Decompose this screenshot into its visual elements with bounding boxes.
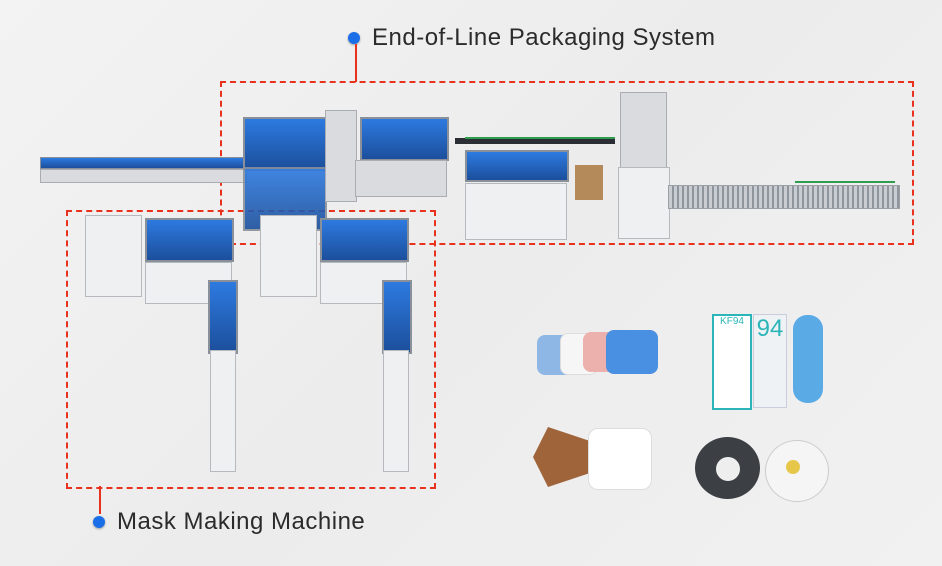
roller-conveyor — [668, 185, 900, 209]
bullet-icon — [348, 32, 360, 44]
cartoner-base — [355, 160, 447, 197]
conveyor-base — [40, 169, 247, 183]
white-kn95-mask — [588, 428, 652, 490]
case-packer — [465, 183, 567, 240]
kf94-text: KF94 — [720, 316, 744, 327]
robot-arm-frame — [325, 110, 357, 202]
roller-rail — [795, 181, 895, 183]
surgical-mask — [606, 330, 658, 374]
kf94-pack-back: 94 — [753, 314, 787, 408]
mask-line-1-earloop — [210, 350, 236, 472]
end-of-line-text: End-of-Line Packaging System — [372, 24, 716, 51]
mask-line-1-welder — [208, 280, 238, 354]
packaging-cabinet — [243, 117, 327, 171]
brown-kn95-mask — [533, 427, 593, 487]
mask-line-2-earloop — [383, 350, 409, 472]
cartoner-top — [360, 117, 449, 161]
mask-machine-text: Mask Making Machine — [117, 508, 366, 535]
case-erector — [465, 150, 569, 182]
respirator-valve-icon — [786, 460, 800, 474]
valve-icon — [716, 457, 740, 481]
mask-line-1-cover — [145, 218, 234, 262]
palletizer-tower — [620, 92, 667, 169]
kf94-package: KF94 — [712, 314, 752, 410]
mask-line-1-feeder — [85, 215, 142, 297]
mask-machine-label: Mask Making Machine — [93, 508, 365, 536]
bullet-icon — [93, 516, 105, 528]
infeed-conveyor — [40, 157, 247, 169]
mask-line-2-feeder — [260, 215, 317, 297]
end-of-line-connector — [355, 44, 357, 82]
kf94-mask — [793, 315, 823, 403]
carton-box — [575, 165, 603, 200]
mask-line-2-welder — [382, 280, 412, 354]
palletizer-cabinet — [618, 167, 670, 239]
kf94-number: 94 — [756, 315, 784, 342]
conveyor-rail — [465, 137, 615, 139]
belt-conveyor — [455, 138, 615, 144]
mask-machine-connector — [99, 486, 101, 514]
mask-line-2-cover — [320, 218, 409, 262]
end-of-line-label: End-of-Line Packaging System — [348, 24, 716, 52]
